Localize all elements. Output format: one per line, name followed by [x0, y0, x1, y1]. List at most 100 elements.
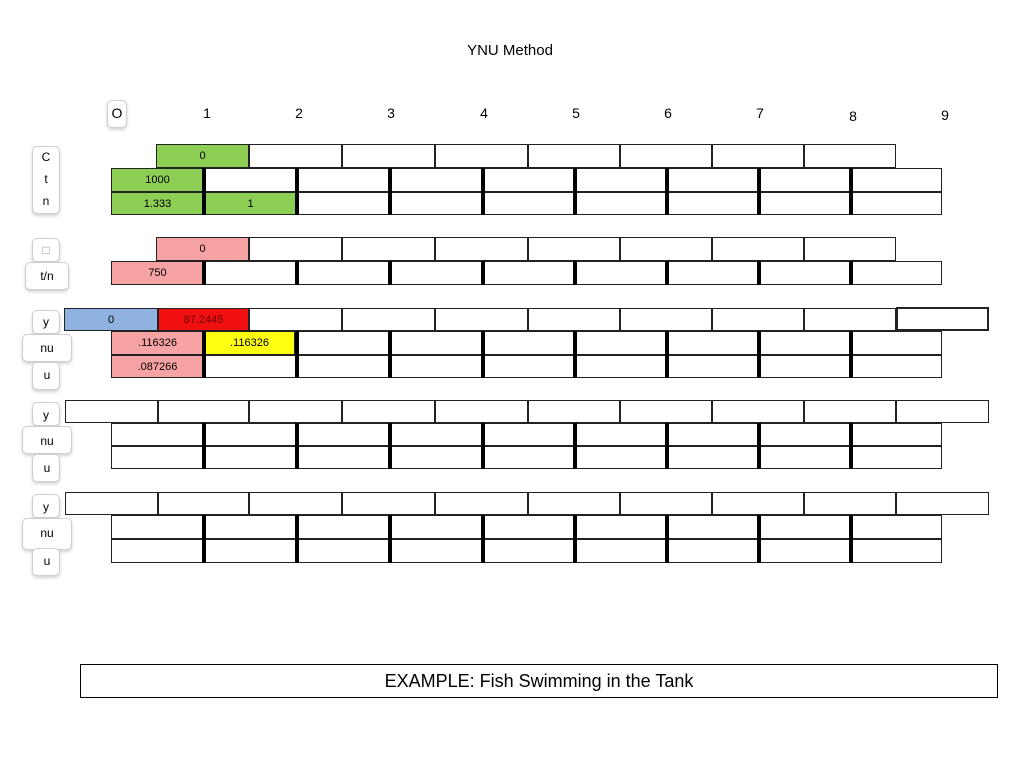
column-number: 2 [295, 105, 303, 121]
c-cell [712, 144, 804, 168]
u-cell [390, 539, 483, 563]
u-cell [667, 355, 759, 378]
y-cell [435, 492, 528, 515]
label-tab-section5b [22, 518, 72, 550]
surface-divider [481, 515, 485, 563]
column-number: 7 [756, 105, 764, 121]
surface-divider [202, 423, 206, 469]
tn-cell [390, 261, 483, 285]
surface-divider [849, 168, 853, 215]
u-cell [575, 355, 667, 378]
nu-cell [204, 515, 297, 539]
y-cell [342, 400, 435, 423]
surface-divider [665, 261, 669, 285]
surface-divider [481, 423, 485, 469]
y-cell [620, 492, 712, 515]
label-tab-section2b [25, 262, 69, 290]
tn-cell [575, 261, 667, 285]
diagram-title: YNU Method [467, 42, 553, 59]
surface-divider [849, 515, 853, 563]
row-label-c: C [41, 150, 51, 164]
nu-cell [204, 423, 297, 446]
theta-cell [712, 237, 804, 261]
theta-cell [342, 237, 435, 261]
surface-divider [388, 515, 392, 563]
u-cell-0: .087266 [111, 355, 204, 378]
tn-cell [667, 261, 759, 285]
column-number: 3 [387, 105, 395, 121]
c-cell [435, 144, 528, 168]
row-label-n: n [42, 194, 50, 208]
u-cell [483, 539, 575, 563]
y-cell [65, 400, 158, 423]
surface-divider [849, 331, 853, 378]
u-cell [759, 539, 851, 563]
tn-cell [851, 261, 942, 285]
tn-cell-0: 750 [111, 261, 204, 285]
t-cell [851, 168, 942, 192]
surface-divider [665, 331, 669, 378]
nu-cell [851, 331, 942, 355]
u-cell [297, 539, 390, 563]
n-cell [483, 192, 575, 215]
surface-divider [757, 423, 761, 469]
u-cell [851, 446, 942, 469]
c-cell [342, 144, 435, 168]
u-cell [297, 355, 390, 378]
column-number: 5 [572, 105, 580, 121]
c-cell [528, 144, 620, 168]
surface-divider [665, 168, 669, 215]
surface-divider [202, 261, 206, 285]
u-cell [111, 446, 204, 469]
y-cell [896, 492, 989, 515]
nu-cell [667, 331, 759, 355]
surface-divider [665, 423, 669, 469]
y-cell [712, 400, 804, 423]
n-cell [390, 192, 483, 215]
surface-divider [481, 168, 485, 215]
u-cell [483, 355, 575, 378]
nu-cell [390, 515, 483, 539]
column-number: 4 [480, 105, 488, 121]
surface-divider [481, 261, 485, 285]
nu-cell [390, 423, 483, 446]
surface-divider [388, 423, 392, 469]
y-cell [896, 307, 989, 331]
surface-divider [295, 515, 299, 563]
surface-divider [573, 331, 577, 378]
row-label-u: u [43, 461, 51, 475]
label-tab-section3b [22, 334, 72, 362]
nu-cell-1: .116326 [204, 331, 295, 355]
theta-cell [804, 237, 896, 261]
u-cell [667, 446, 759, 469]
column-number: 9 [941, 107, 949, 123]
nu-cell [575, 515, 667, 539]
y-cell [804, 400, 896, 423]
surface-divider [295, 331, 299, 378]
nu-cell [483, 331, 575, 355]
row-label-nu: nu [40, 341, 54, 355]
u-cell [204, 355, 297, 378]
surface-divider [388, 331, 392, 378]
t-cell [204, 168, 297, 192]
nu-cell [297, 331, 390, 355]
y-cell [342, 308, 435, 331]
y-cell [620, 400, 712, 423]
row-label-y: y [43, 408, 49, 422]
nu-cell [297, 423, 390, 446]
t-cell-0: 1000 [111, 168, 204, 192]
row-label-u: u [43, 368, 51, 382]
theta-cell [435, 237, 528, 261]
column-number: O [111, 105, 123, 121]
surface-divider [757, 515, 761, 563]
nu-cell [297, 515, 390, 539]
y-cell [435, 400, 528, 423]
u-cell [111, 539, 204, 563]
row-label-t-over-n: t/n [40, 269, 54, 283]
t-cell [297, 168, 390, 192]
surface-divider [573, 423, 577, 469]
n-cell [297, 192, 390, 215]
y-cell [528, 400, 620, 423]
surface-divider [849, 261, 853, 285]
